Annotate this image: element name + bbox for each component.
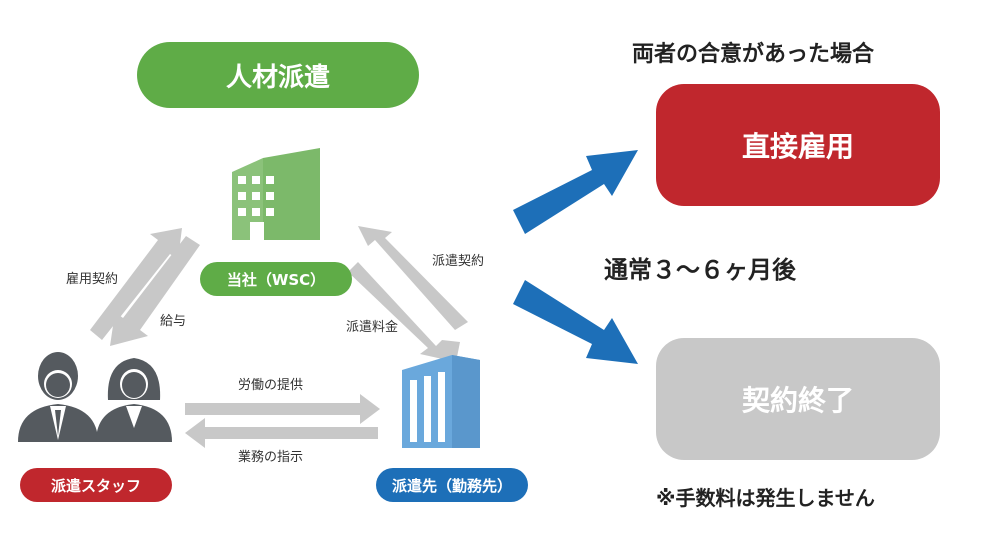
title-pill: 人材派遣 <box>137 42 419 108</box>
dispatch-contract-arrow-up <box>358 226 468 330</box>
client-label-text: 派遣先（勤務先） <box>391 476 512 495</box>
salary-label: 給与 <box>160 314 187 329</box>
instruction-arrow-left <box>185 418 378 448</box>
arrow-to-contract-end <box>513 280 638 364</box>
dispatch-fee-arrow-down <box>348 262 460 362</box>
contract-end-box: 契約終了 <box>656 338 940 460</box>
female-staff-icon <box>96 358 172 442</box>
company-label: 当社（WSC） <box>200 262 352 296</box>
labor-arrow-right <box>185 394 380 424</box>
client-building-icon <box>402 355 480 448</box>
direct-hire-box: 直接雇用 <box>656 84 940 206</box>
male-staff-icon <box>18 352 98 442</box>
staff-label-text: 派遣スタッフ <box>50 476 141 495</box>
agreement-text: 両者の合意があった場合 <box>632 42 875 67</box>
labor-provision-label: 労働の提供 <box>238 378 304 393</box>
employment-arrow-up <box>90 228 182 340</box>
dispatch-fee-label: 派遣料金 <box>346 320 399 335</box>
employment-contract-label: 雇用契約 <box>66 272 119 287</box>
office-building-icon <box>232 148 320 240</box>
staff-label: 派遣スタッフ <box>20 468 172 502</box>
company-label-text: 当社（WSC） <box>226 270 326 289</box>
direct-hire-text: 直接雇用 <box>741 130 854 163</box>
client-label: 派遣先（勤務先） <box>376 468 528 502</box>
work-instruction-label: 業務の指示 <box>238 450 304 465</box>
fee-note-text: ※手数料は発生しません <box>656 486 875 510</box>
dispatch-contract-label: 派遣契約 <box>432 254 485 269</box>
contract-end-text: 契約終了 <box>741 384 854 417</box>
salary-arrow-down <box>110 236 200 346</box>
usual-period-text: 通常３～６ヶ月後 <box>604 256 796 284</box>
arrow-to-direct-hire <box>513 150 638 234</box>
title-pill-text: 人材派遣 <box>225 62 330 93</box>
